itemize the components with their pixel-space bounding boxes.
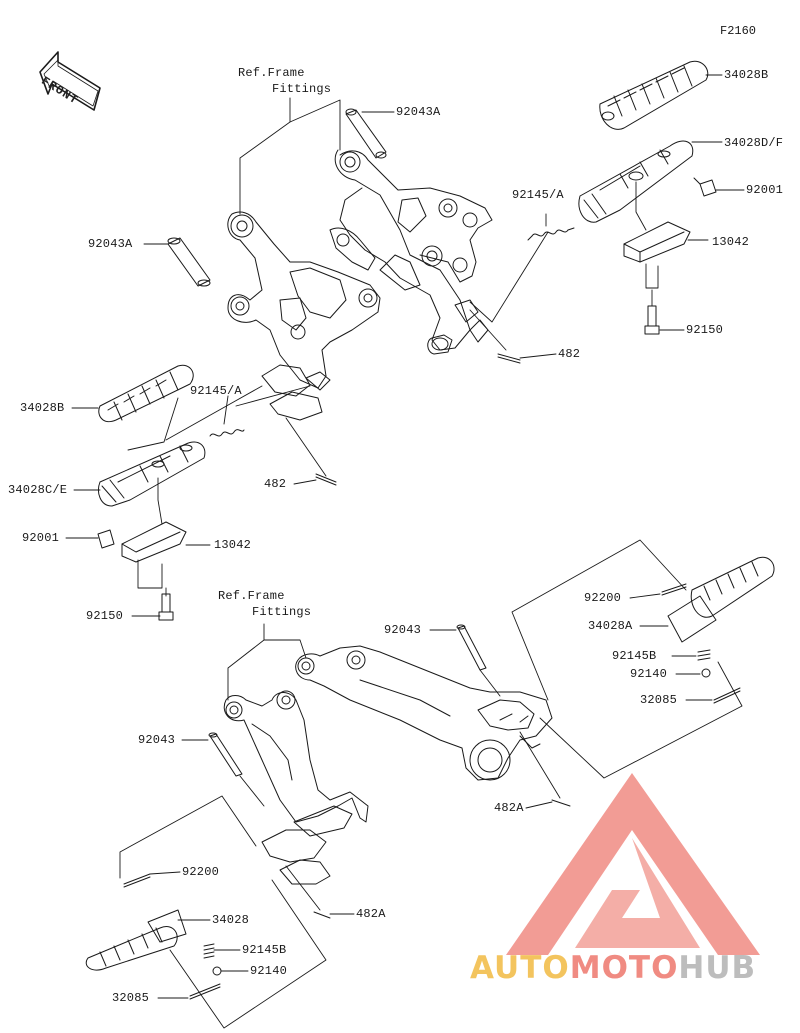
ref-frame-label-bottom: Ref.Frame	[218, 589, 285, 603]
spring-92145a-left	[209, 429, 245, 437]
label-34028: 34028	[212, 913, 250, 927]
upper-right-bracket	[329, 149, 493, 355]
label-92043-left: 92043	[138, 733, 176, 747]
label-92145a-left: 92145/A	[190, 384, 242, 398]
label-34028df: 34028D/F	[724, 136, 784, 150]
pin-92043a-left	[167, 237, 211, 287]
label-92140-left: 92140	[250, 964, 288, 978]
upper-left-bracket	[227, 211, 381, 421]
footpeg-34028ce	[98, 441, 206, 507]
pad-13042-left	[121, 521, 187, 563]
pin-92043-center	[456, 624, 487, 671]
pin-32085-left	[189, 983, 221, 1000]
label-482-left: 482	[264, 477, 287, 491]
lower-right-bracket	[295, 645, 553, 781]
label-92001-right: 92001	[746, 183, 784, 197]
pin-482a-left	[313, 911, 331, 919]
label-92150-left: 92150	[86, 609, 124, 623]
label-34028ce: 34028C/E	[8, 483, 68, 497]
pin-482-left	[315, 473, 337, 486]
figure-id: F2160	[720, 24, 757, 38]
label-34028b-left: 34028B	[20, 401, 65, 415]
label-482a-left: 482A	[356, 907, 386, 921]
ref-frame-label: Ref.Frame	[238, 66, 305, 80]
rubber-34028b-right	[599, 60, 709, 130]
bolt-92150-left	[158, 593, 174, 621]
footpeg-34028a	[667, 556, 775, 643]
label-92150-right: 92150	[686, 323, 724, 337]
label-92200-right: 92200	[584, 591, 622, 605]
watermark-hub: HUB	[678, 950, 757, 986]
label-92043a-left: 92043A	[88, 237, 133, 251]
label-32085-left: 32085	[112, 991, 150, 1005]
ball-92140-left	[212, 966, 222, 976]
footpeg-34028df	[578, 140, 694, 223]
screw-92001-right	[693, 177, 717, 197]
label-92043a-right: 92043A	[396, 105, 441, 119]
label-13042-right: 13042	[712, 235, 750, 249]
watermark-moto: MOTO	[569, 950, 679, 986]
ref-fittings-label: Fittings	[272, 82, 332, 96]
pin-482-right	[497, 353, 521, 364]
label-92001-left: 92001	[22, 531, 60, 545]
pin-92200-left	[123, 873, 151, 888]
label-92043-center: 92043	[384, 623, 422, 637]
ref-fittings-label-bottom: Fittings	[252, 605, 312, 619]
pin-92043-left	[208, 732, 243, 777]
pin-482a-right	[551, 799, 571, 807]
spring-92145b-right	[697, 649, 711, 661]
bolt-92150-right	[644, 305, 660, 335]
label-92140-right: 92140	[630, 667, 668, 681]
label-92145b-left: 92145B	[242, 943, 287, 957]
label-92145b-right: 92145B	[612, 649, 657, 663]
label-482a-right: 482A	[494, 801, 524, 815]
label-92200-left: 92200	[182, 865, 220, 879]
label-32085-right: 32085	[640, 693, 678, 707]
watermark-auto: AUTO	[470, 950, 570, 986]
spring-92145b-left	[203, 943, 215, 959]
leader-lines	[65, 74, 745, 1029]
pin-32085-right	[713, 687, 741, 704]
ball-92140-right	[701, 668, 711, 678]
watermark-logo: AUTOMOTOHUB	[470, 950, 756, 986]
rubber-34028b-left	[98, 364, 194, 422]
label-92145a-right: 92145/A	[512, 188, 564, 202]
label-34028b-right: 34028B	[724, 68, 769, 82]
label-34028a: 34028A	[588, 619, 633, 633]
pin-92043a-right	[345, 108, 387, 159]
screw-92001-left	[97, 529, 115, 549]
label-13042-left: 13042	[214, 538, 252, 552]
watermark-triangle	[506, 773, 760, 955]
pad-13042-right	[623, 221, 691, 263]
lower-left-bracket	[223, 690, 369, 885]
label-482-right: 482	[558, 347, 581, 361]
front-arrow-icon	[39, 51, 101, 111]
spring-92145a-right	[527, 227, 575, 241]
footpeg-34028	[85, 909, 187, 971]
